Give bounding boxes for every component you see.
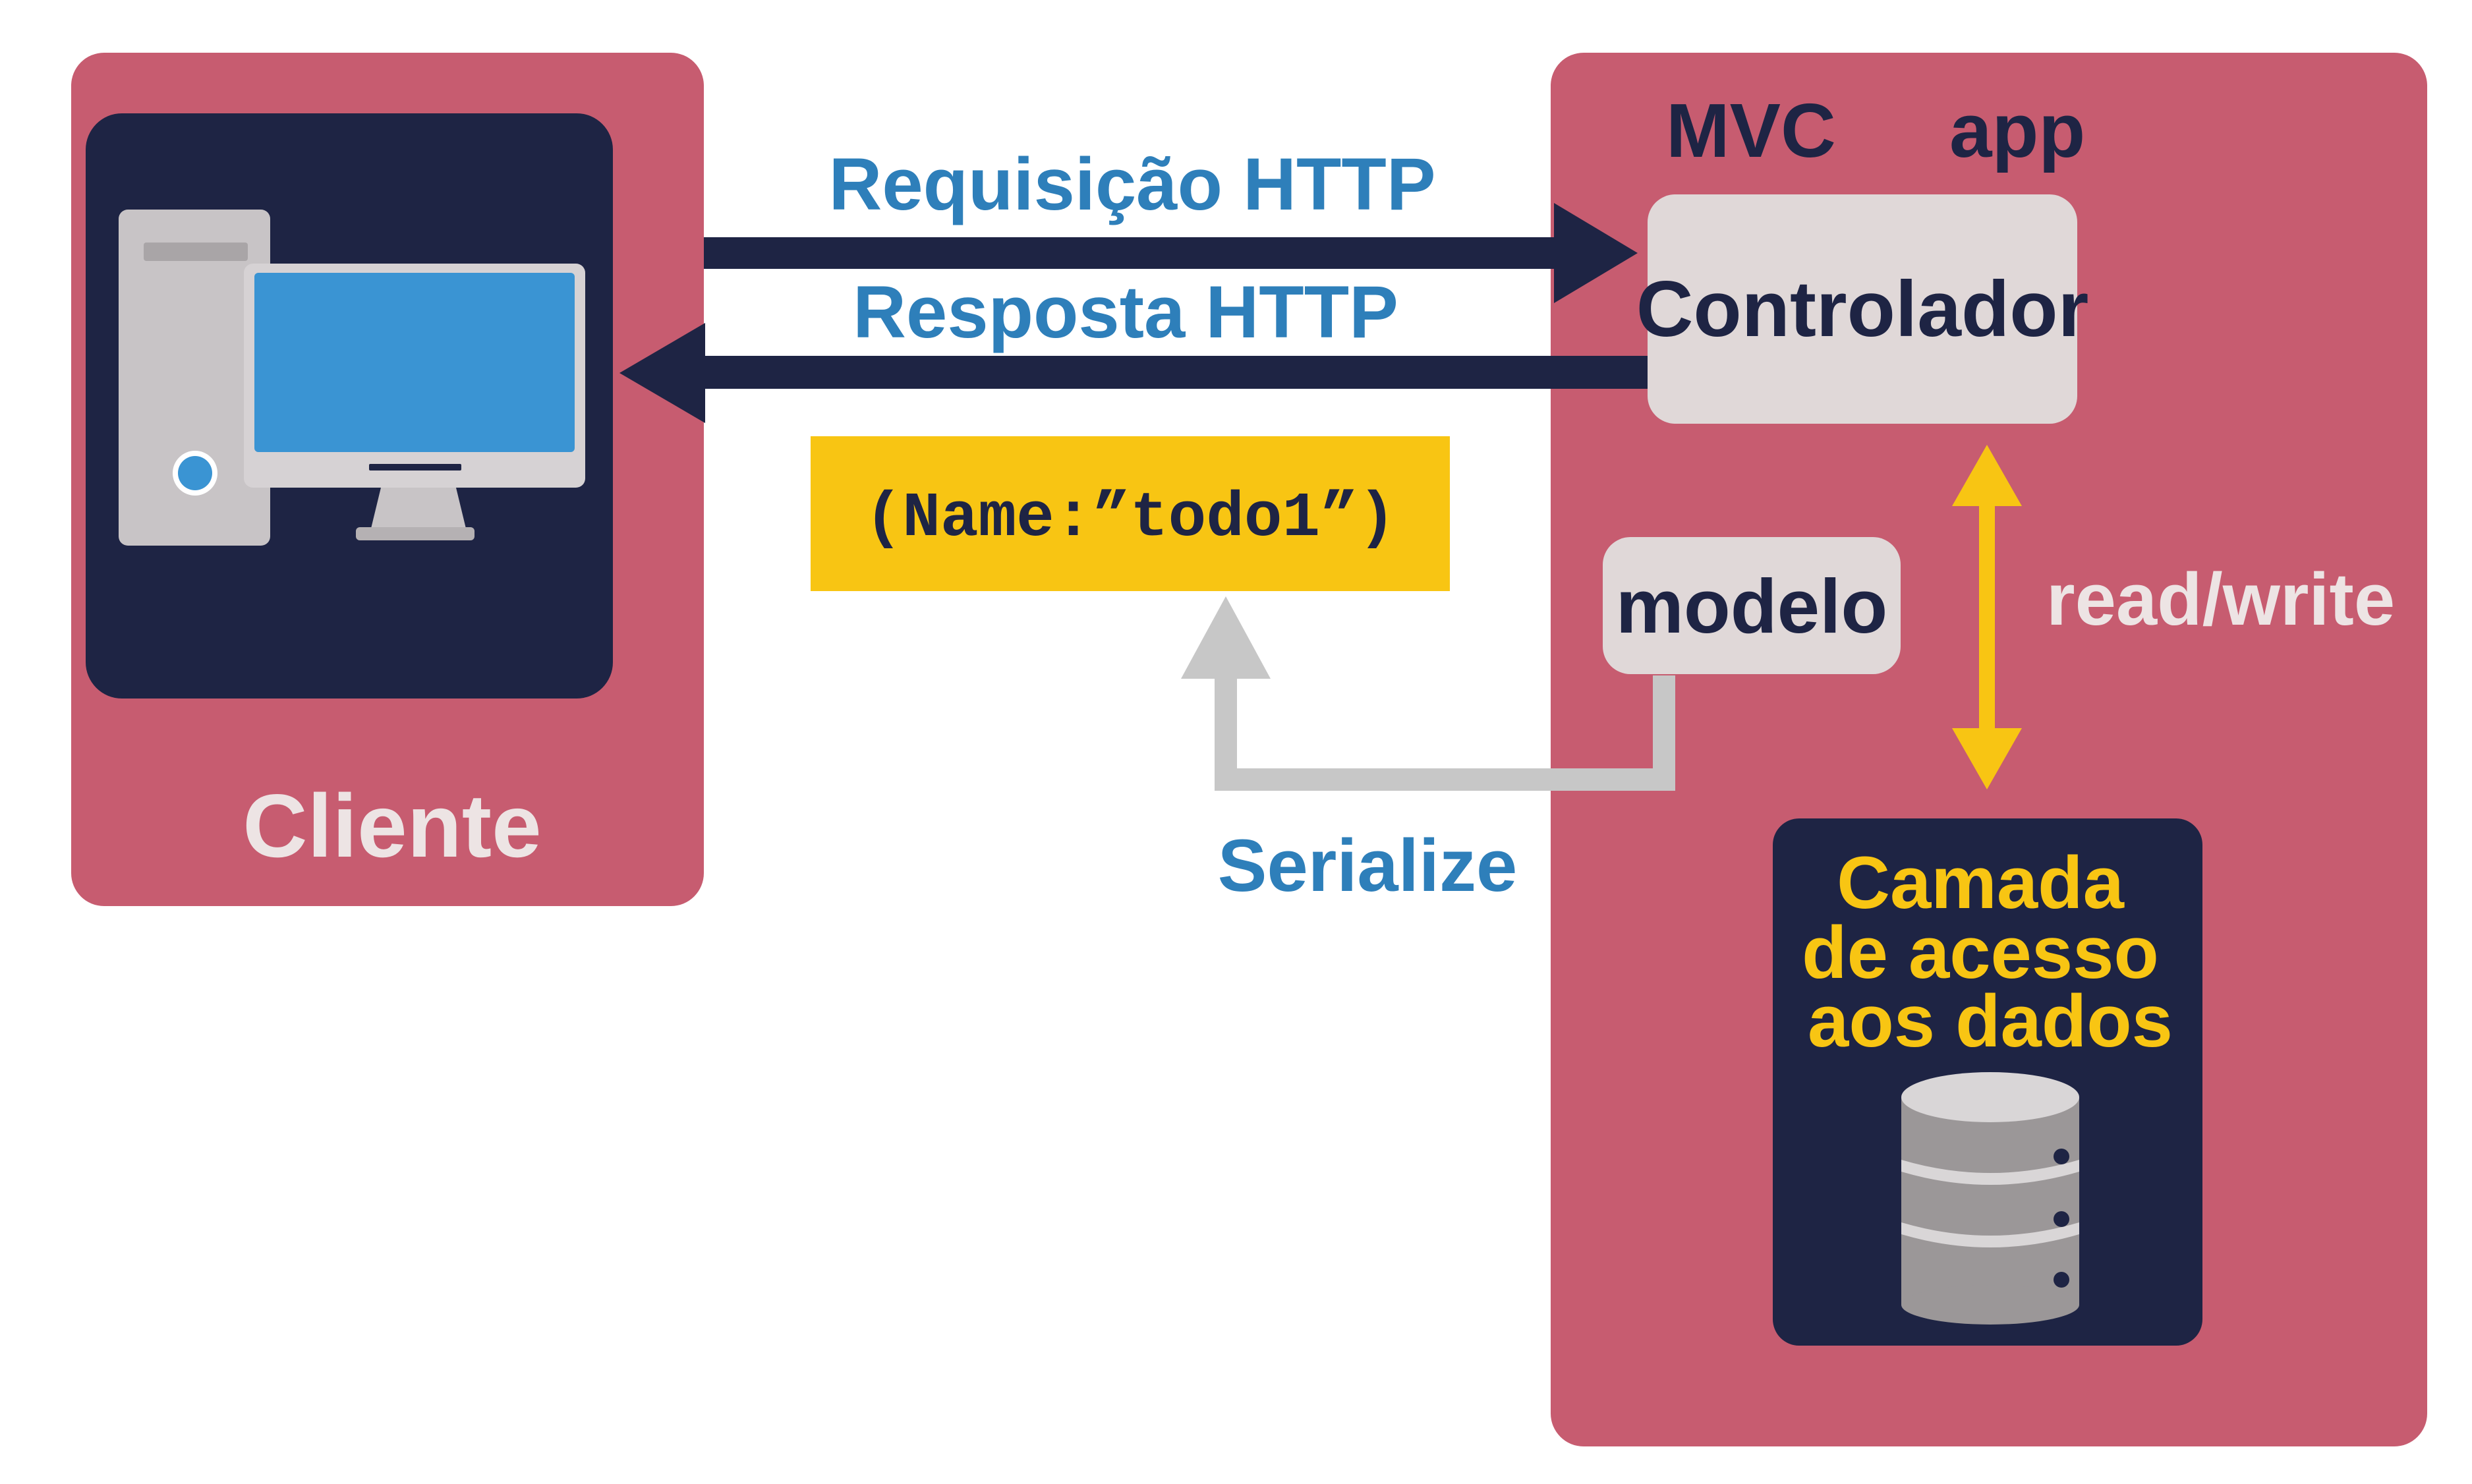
http-request-arrow — [704, 203, 1638, 303]
data-layer-line-1: Camada — [1837, 842, 2124, 924]
mvc-title: MVC — [1666, 88, 1836, 173]
http-response-label: Resposta HTTP — [853, 271, 1398, 353]
desktop-computer-icon — [119, 210, 585, 546]
database-icon — [1901, 1072, 2079, 1325]
json-payload-box: (Name:”todo1”) — [811, 436, 1450, 591]
client-label: Cliente — [243, 776, 541, 876]
model-label: modelo — [1616, 563, 1887, 649]
data-layer-line-3: aos dados — [1808, 980, 2173, 1062]
client-panel: Cliente — [71, 53, 704, 906]
app-title: app — [1949, 88, 2085, 173]
serialize-arrow — [1181, 596, 1675, 791]
data-layer-line-2: de acesso — [1802, 911, 2159, 994]
read-write-arrow — [1952, 445, 2022, 789]
read-write-label: read/write — [2046, 558, 2395, 641]
http-request-label: Requisição HTTP — [828, 143, 1435, 225]
data-access-layer-box: Camada de acesso aos dados — [1773, 818, 2202, 1346]
http-response-arrow — [619, 323, 1648, 423]
server-panel: MVC app Controlador modelo read/write Ca… — [1551, 53, 2427, 1446]
controller-box: Controlador — [1636, 194, 2089, 424]
json-payload-text: (Name:”todo1”) — [865, 482, 1396, 554]
serialize-label: Serialize — [1218, 824, 1518, 907]
model-box: modelo — [1603, 537, 1901, 674]
controller-label: Controlador — [1636, 265, 2089, 353]
